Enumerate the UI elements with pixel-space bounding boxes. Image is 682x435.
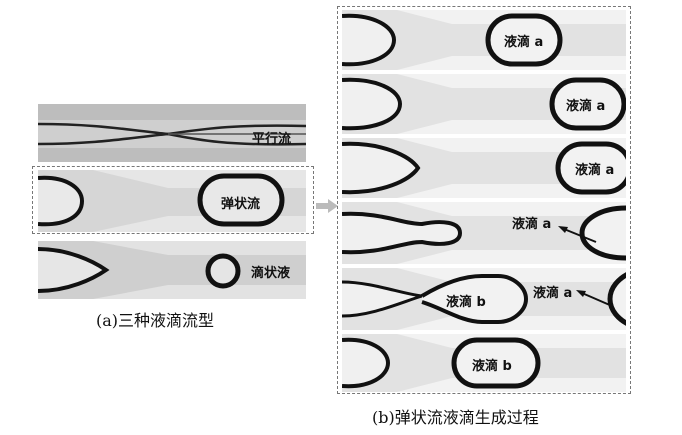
label-droplet-a-1: 液滴 a <box>504 35 544 50</box>
panel-parallel-flow <box>38 104 306 162</box>
process-frame <box>337 6 631 394</box>
arrow-right-icon <box>316 199 338 213</box>
label-droplet-a-5: 液滴 a <box>533 286 573 301</box>
label-slug-flow: 弹状流 <box>221 197 261 212</box>
label-droplet-b-1: 液滴 b <box>446 295 486 310</box>
connector-arrow <box>316 198 338 217</box>
droplet-flow-image <box>38 241 306 299</box>
caption-a: (a)三种液滴流型 <box>96 311 215 330</box>
panel-step-2 <box>342 74 626 134</box>
parallel-flow-image <box>38 104 306 162</box>
panel-step-6 <box>342 334 626 392</box>
label-droplet-a-2: 液滴 a <box>566 99 606 114</box>
panel-slug-flow <box>38 170 306 232</box>
panel-step-3 <box>342 138 626 198</box>
panel-step-1 <box>342 10 626 70</box>
label-parallel-flow: 平行流 <box>252 132 292 147</box>
slug-flow-image <box>38 170 306 232</box>
label-droplet-a-3: 液滴 a <box>575 163 615 178</box>
caption-b: (b)弹状流液滴生成过程 <box>372 408 539 427</box>
slug-flow-highlight <box>32 166 314 234</box>
panel-step-5 <box>342 268 626 330</box>
label-droplet-a-4: 液滴 a <box>512 217 552 232</box>
label-droplet-b-2: 液滴 b <box>472 359 512 374</box>
panel-droplet-flow <box>38 241 306 299</box>
panel-step-4 <box>342 202 626 264</box>
label-droplet-flow: 滴状液 <box>251 266 291 281</box>
